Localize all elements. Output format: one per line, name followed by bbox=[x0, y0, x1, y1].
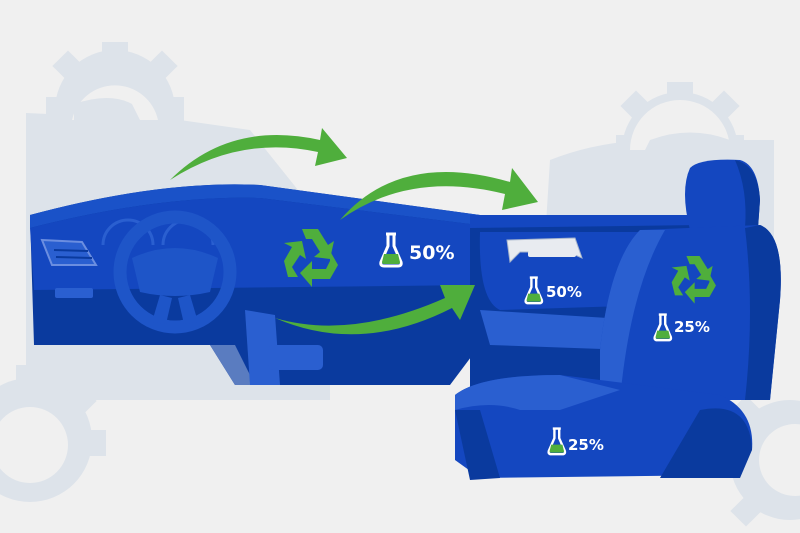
seat-back-percentage: 25% bbox=[674, 318, 710, 336]
flask-icon bbox=[524, 276, 544, 305]
dashboard-percentage: 50% bbox=[409, 242, 455, 264]
air-vent bbox=[40, 238, 98, 266]
steering-wheel bbox=[113, 210, 237, 334]
recycle-icon bbox=[671, 256, 716, 304]
door-handle bbox=[506, 237, 583, 264]
flask-icon bbox=[653, 313, 673, 342]
seat-cushion-percentage: 25% bbox=[568, 436, 604, 454]
door-panel-percentage: 50% bbox=[546, 283, 582, 301]
recycle-icon bbox=[284, 229, 338, 287]
car-seat bbox=[455, 159, 781, 480]
dashboard bbox=[30, 184, 480, 385]
flask-icon bbox=[379, 232, 403, 268]
arrow-icon bbox=[170, 128, 538, 335]
flask-icon bbox=[547, 427, 567, 456]
